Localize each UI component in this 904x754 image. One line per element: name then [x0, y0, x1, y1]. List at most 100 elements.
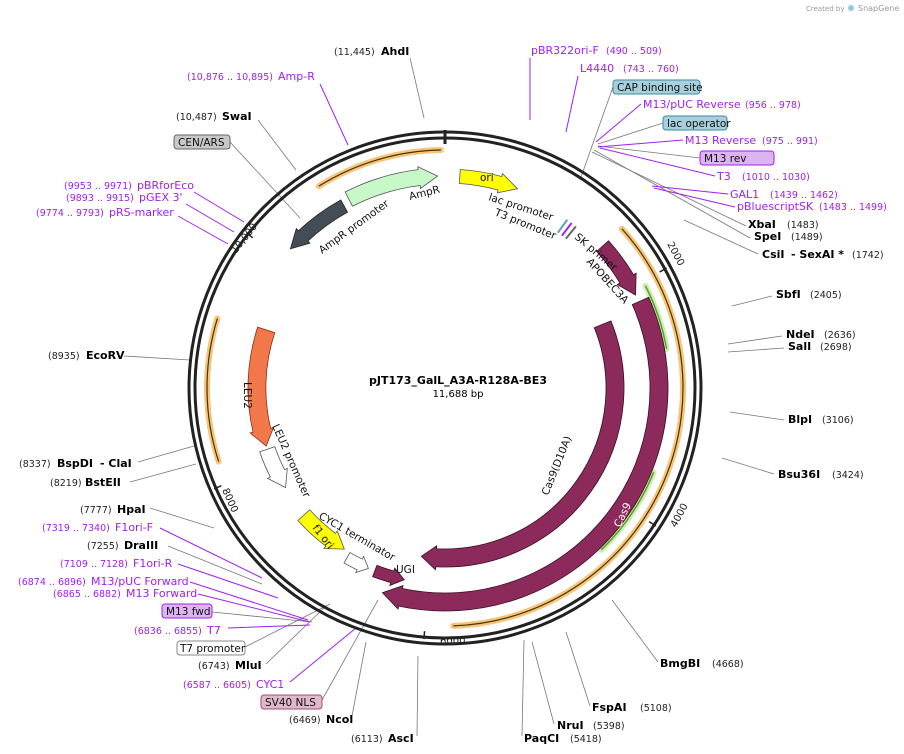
- enzyme-sexai[interactable]: - SexAI *: [791, 248, 844, 261]
- feature-cas9-d10a: [420, 320, 625, 571]
- enzyme-nrui[interactable]: NruI: [557, 719, 584, 732]
- label-m13-rev: M13 rev: [704, 153, 747, 165]
- primer-binding-line: [453, 228, 684, 627]
- box-lac-operator[interactable]: [662, 115, 728, 131]
- primer-f1ori-f[interactable]: F1ori-F: [115, 521, 153, 534]
- enzyme-ncoi[interactable]: NcoI: [326, 713, 353, 726]
- enzyme-ecorv[interactable]: EcoRV: [86, 349, 125, 362]
- feature-ori: [458, 169, 519, 194]
- primer-pbr322ori-f[interactable]: pBR322ori-F: [531, 44, 599, 57]
- enzyme-clai[interactable]: - ClaI: [100, 457, 132, 470]
- enzyme-paqci[interactable]: PaqCI: [524, 732, 559, 745]
- enzyme-sbfi[interactable]: SbfI: [776, 288, 801, 301]
- enzyme-ahdi[interactable]: AhdI: [381, 45, 409, 58]
- enzyme-hpai[interactable]: HpaI: [117, 503, 146, 516]
- feature-label-cas9-d10a[interactable]: Cas9(D10A): [540, 434, 575, 497]
- label-leader-lines: [123, 57, 785, 737]
- primer-range-cyc1: (6587 .. 6605): [183, 680, 251, 691]
- feature-label-ori[interactable]: ori: [480, 172, 494, 184]
- primer-t3[interactable]: T3: [716, 170, 731, 183]
- enzyme-fspai[interactable]: FspAI: [592, 701, 627, 714]
- enzyme-pos-bmgbi: (4668): [712, 659, 744, 670]
- enzyme-bsu36i[interactable]: Bsu36I: [778, 468, 820, 481]
- enzyme-swai[interactable]: SwaI: [222, 110, 252, 123]
- primer-gal1[interactable]: GAL1: [730, 188, 759, 201]
- enzyme-pos-sali: (2698): [820, 342, 852, 353]
- enzyme-ndei[interactable]: NdeI: [786, 328, 815, 341]
- primer-range-m13-reverse: (975 .. 991): [762, 136, 818, 147]
- feature-cyc1-terminator: [343, 551, 369, 574]
- enzyme-asci[interactable]: AscI: [388, 732, 414, 745]
- primer-pbluescriptsk[interactable]: pBluescriptSK: [737, 200, 814, 213]
- enzyme-spei[interactable]: SpeI: [754, 230, 781, 243]
- enzyme-draiii[interactable]: DraIII: [124, 539, 158, 552]
- feature-label-ampr-promoter[interactable]: AmpR promoter: [317, 197, 392, 256]
- feature-ampr-promoter: [289, 199, 349, 250]
- enzyme-sali[interactable]: SalI: [788, 340, 811, 353]
- primer-m13-reverse[interactable]: M13 Reverse: [685, 134, 756, 147]
- primer-range-gal1: (1439 .. 1462): [770, 190, 838, 201]
- primer-m13-puc-reverse[interactable]: M13/pUC Reverse: [643, 98, 741, 111]
- primer-amp-r[interactable]: Amp-R: [278, 70, 315, 83]
- primer-range-t7: (6836 .. 6855): [134, 626, 202, 637]
- boxed-feature-labels: CAP binding site lac operator M13 rev CE…: [161, 79, 775, 710]
- primer-f1ori-r[interactable]: F1ori-R: [133, 557, 173, 570]
- primer-l4440[interactable]: L4440: [580, 62, 614, 75]
- enzyme-bsteii[interactable]: BstEII: [85, 476, 121, 489]
- small-feature-mark: [557, 219, 569, 234]
- enzyme-pos-bspdi: (8337): [19, 459, 51, 470]
- feature-apobec3a: [596, 240, 637, 296]
- enzyme-pos-ahdi: (11,445): [334, 47, 375, 58]
- primer-range-m13-forward: (6865 .. 6882): [53, 589, 121, 600]
- primer-labels: (10,876 .. 10,895) Amp-R pBR322ori-F (49…: [18, 44, 887, 691]
- enzyme-bspdi[interactable]: BspDI: [57, 457, 93, 470]
- feature-arrows: [204, 147, 686, 629]
- primer-t7[interactable]: T7: [206, 624, 221, 637]
- plasmid-length: 11,688 bp: [433, 389, 484, 400]
- enzyme-pos-draiii: (7255): [87, 541, 119, 552]
- primer-prs-marker[interactable]: pRS-marker: [109, 206, 174, 219]
- enzyme-xbai[interactable]: XbaI: [748, 218, 776, 231]
- label-m13-fwd: M13 fwd: [166, 606, 211, 618]
- watermark-prefix: Created by: [806, 5, 845, 13]
- primer-m13-forward[interactable]: M13 Forward: [126, 587, 197, 600]
- enzyme-pos-blpi: (3106): [822, 415, 854, 426]
- primer-range-t3: (1010 .. 1030): [742, 172, 810, 183]
- enzyme-csii[interactable]: CsiI: [762, 248, 784, 261]
- enzyme-pos-ecorv: (8935): [48, 351, 80, 362]
- enzyme-pos-xbai: (1483): [787, 220, 819, 231]
- tick-6000-mark: [423, 631, 426, 640]
- box-cap-binding-site[interactable]: [612, 79, 701, 95]
- box-cen-ars[interactable]: [173, 134, 231, 150]
- small-feature-mark: [561, 222, 573, 237]
- feature-ugi: [372, 564, 405, 587]
- enzyme-pos-ndei: (2636): [824, 330, 856, 341]
- enzyme-pos-sbfi: (2405): [810, 290, 842, 301]
- box-m13-fwd[interactable]: [161, 603, 213, 619]
- primer-cyc1[interactable]: CYC1: [256, 678, 284, 691]
- enzyme-pos-asci: (6113): [351, 734, 383, 745]
- enzyme-bmgbi[interactable]: BmgBI: [660, 657, 700, 670]
- enzyme-mlui[interactable]: MluI: [235, 659, 262, 672]
- primer-pbrforeco[interactable]: pBRforEco: [137, 179, 194, 192]
- label-cap-binding-site: CAP binding site: [617, 82, 703, 94]
- feature-label-leu2[interactable]: LEU2: [241, 382, 253, 409]
- primer-m13-puc-forward[interactable]: M13/pUC Forward: [91, 575, 189, 588]
- orf-arc: [644, 285, 668, 350]
- label-lac-operator: lac operator: [667, 118, 731, 130]
- box-t7-promoter[interactable]: [176, 640, 246, 656]
- tick-2000-mark: [659, 267, 668, 273]
- primer-binding-line: [318, 149, 441, 187]
- box-m13-rev[interactable]: [699, 150, 775, 166]
- enzyme-pos-spei: (1489): [791, 232, 823, 243]
- primer-range-l4440: (743 .. 760): [623, 64, 679, 75]
- enzyme-pos-hpai: (7777): [80, 505, 112, 516]
- box-sv40-nls[interactable]: [260, 694, 323, 710]
- primer-pgex3[interactable]: pGEX 3': [139, 191, 183, 204]
- feature-label-ugi[interactable]: UGI: [396, 564, 415, 576]
- primer-range-amp-r: (10,876 .. 10,895): [187, 72, 273, 83]
- enzyme-blpi[interactable]: BlpI: [788, 413, 812, 426]
- enzyme-pos-fspai: (5108): [640, 703, 672, 714]
- enzyme-pos-csii: (1742): [852, 250, 884, 261]
- enzyme-pos-mlui: (6743): [198, 661, 230, 672]
